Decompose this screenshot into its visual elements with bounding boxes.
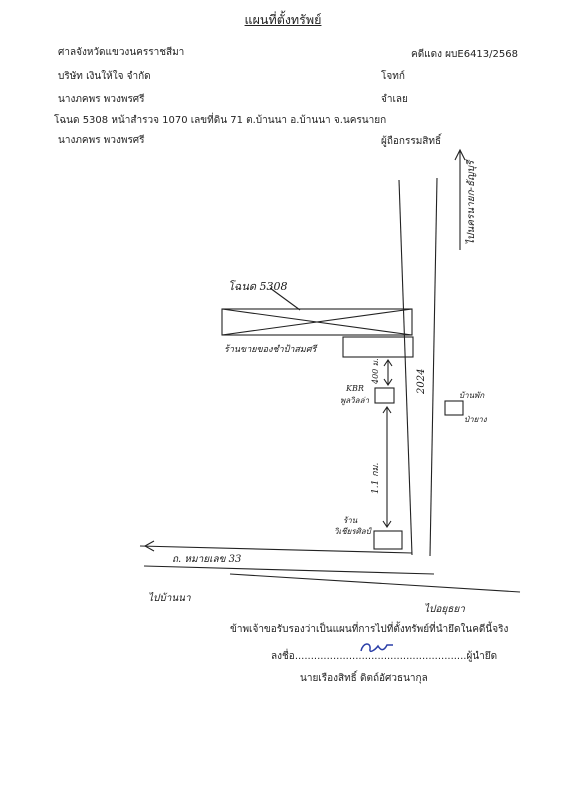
house-box	[444, 400, 464, 416]
case-number: คดีแดง ผบE6413/2568	[411, 49, 518, 60]
road-number: 2024	[416, 369, 427, 395]
arrow-long-top	[382, 406, 392, 414]
arrow-short-bottom	[383, 378, 393, 386]
to-left-label: ไปบ้านนา	[148, 592, 191, 604]
signature-line: ลงชื่อ..................................…	[271, 651, 497, 663]
road-left-edge	[398, 179, 413, 556]
road-bottom-label: ถ. หมายเลข 33	[172, 554, 241, 565]
kbr-label-1: KBR	[345, 384, 364, 393]
plot-leader	[269, 287, 301, 311]
owner-role: ผู้ถือกรรมสิทธิ์	[381, 136, 442, 147]
defendant-name: นางภคพร พวงพรศรี	[58, 94, 145, 105]
plaintiff-role: โจทก์	[381, 71, 405, 82]
arrow-short-top	[383, 359, 393, 367]
plot-cross-2	[221, 308, 413, 336]
corner-shop-label-1: ร้าน	[343, 516, 358, 525]
document-title: แผนที่ตั้งทรัพย์	[244, 12, 322, 27]
road-bottom-edge	[143, 565, 435, 575]
shop-box	[342, 336, 414, 358]
corner-shop-label-2: วิเชียรศิลป์	[334, 526, 373, 536]
owner-name: นางภคพร พวงพรศรี	[58, 135, 145, 146]
house-label-2: ป่ายาง	[464, 415, 488, 424]
sign-role: ผู้นำยึด	[466, 651, 498, 662]
left-arrow-head	[143, 540, 155, 552]
corner-shop-box	[373, 530, 403, 550]
road-top-edge	[139, 545, 413, 554]
road-right-edge	[429, 177, 438, 557]
certification-text: ข้าพเจ้าขอรับรองว่าเป็นแผนที่การไปที่ตั้…	[230, 624, 509, 635]
signer-name: นายเรืองสิทธิ์ ดิตถ์อัศวธนากุล	[300, 673, 428, 684]
house-label-1: บ้านพัก	[459, 391, 485, 400]
kbr-label-2: พูลวิลล่า	[340, 396, 369, 406]
defendant-role: จำเลย	[381, 94, 408, 105]
deed-line: โฉนด 5308 หน้าสำรวจ 1070 เลขที่ดิน 71 ต.…	[54, 115, 387, 126]
plaintiff-name: บริษัท เงินให้ใจ จำกัด	[58, 71, 151, 82]
arrow-long-bottom	[382, 520, 392, 528]
handwritten-signature	[360, 643, 393, 653]
to-right-label: ไปอยุธยา	[424, 603, 465, 615]
land-plot	[221, 308, 413, 336]
kbr-box	[374, 387, 395, 404]
distance-short-label: 400 ม.	[371, 358, 380, 385]
road-arrow-head	[454, 148, 466, 161]
plot-label: โฉนด 5308	[228, 280, 288, 293]
sign-prefix: ลงชื่อ	[271, 651, 295, 662]
shop-label: ร้านขายของชำป้าสมศรี	[224, 344, 318, 355]
sign-dots-1: ........................................…	[294, 651, 467, 662]
distance-long-label: 1.1 กม.	[371, 462, 381, 494]
road-far-edge	[229, 573, 521, 593]
road-top-label: ไปนครนายก-ธัญบุรี	[465, 159, 477, 245]
court-name: ศาลจังหวัดแขวงนครราชสีมา	[58, 47, 185, 58]
